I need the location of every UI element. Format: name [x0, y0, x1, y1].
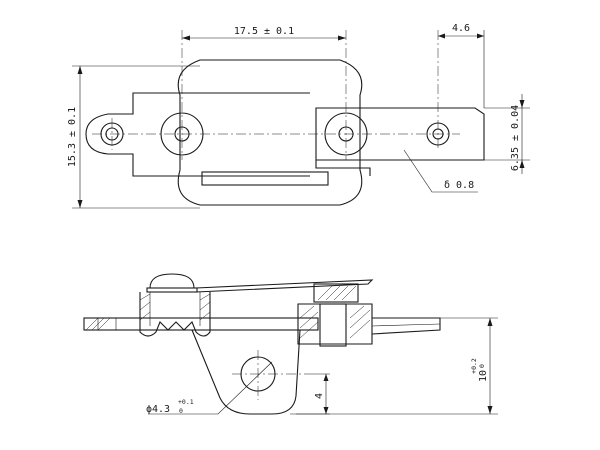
dim-arrow — [519, 160, 525, 168]
top-view: 17.5 ± 0.1 4.6 15.3 ± 0.1 6.35 ± 0.04 δ … — [67, 23, 530, 209]
dim-arrow — [77, 200, 83, 208]
contact-hatch — [317, 285, 357, 301]
rivet-cap-rim — [146, 287, 198, 293]
dim-offset-label: 4 — [314, 393, 325, 399]
contact-block — [313, 283, 359, 303]
dim-arrow — [487, 318, 493, 326]
dim-arrow — [519, 100, 525, 108]
dim-arrow — [77, 66, 83, 74]
dim-height-label: 15.3 ± 0.1 — [67, 107, 78, 167]
thickness-leader — [403, 149, 478, 193]
side-view: ϕ4.3 +0.1 0 4 10 +0.2 0 — [83, 273, 498, 415]
terminal-tab-mid — [371, 323, 441, 327]
rivet-hatch-right — [299, 305, 371, 339]
dim-overall-tol-upper: +0.2 — [470, 358, 478, 374]
dim-arrow — [438, 33, 445, 39]
left-bracket — [85, 92, 310, 177]
bracket-leg — [191, 329, 301, 415]
dim-arrow — [323, 374, 329, 381]
dim-tab-height-label: 6.35 ± 0.04 — [510, 105, 521, 171]
dim-arrow — [323, 407, 329, 414]
dim-tab-width-label: 4.6 — [452, 23, 470, 34]
dim-arrow — [487, 406, 493, 414]
rivet-core-right — [319, 303, 347, 347]
body-outline — [177, 59, 363, 206]
dim-arrow — [182, 35, 190, 41]
dim-arrow — [338, 35, 346, 41]
terminal-step — [315, 160, 371, 176]
dim-spacing-label: 17.5 ± 0.1 — [234, 26, 294, 37]
thickness-label: δ 0.8 — [444, 180, 474, 191]
rivet-body-left — [139, 292, 211, 337]
dim-arrow — [477, 33, 484, 39]
dim-overall-label: 10 — [478, 370, 489, 382]
bimetal-arm — [195, 279, 374, 293]
rivet-hatch-left — [139, 293, 211, 321]
rivet-body-right — [297, 303, 373, 345]
hole-leader — [148, 361, 273, 415]
hole-tol-upper: +0.1 — [178, 398, 194, 406]
base-plate — [83, 317, 319, 331]
hole-tol-lower: 0 — [179, 407, 183, 415]
body-bottom-bar — [201, 171, 329, 186]
dim-overall-tol-lower: 0 — [478, 364, 486, 368]
rivet-cap-left — [149, 273, 195, 289]
hole-dia-label: ϕ4.3 — [146, 404, 170, 415]
